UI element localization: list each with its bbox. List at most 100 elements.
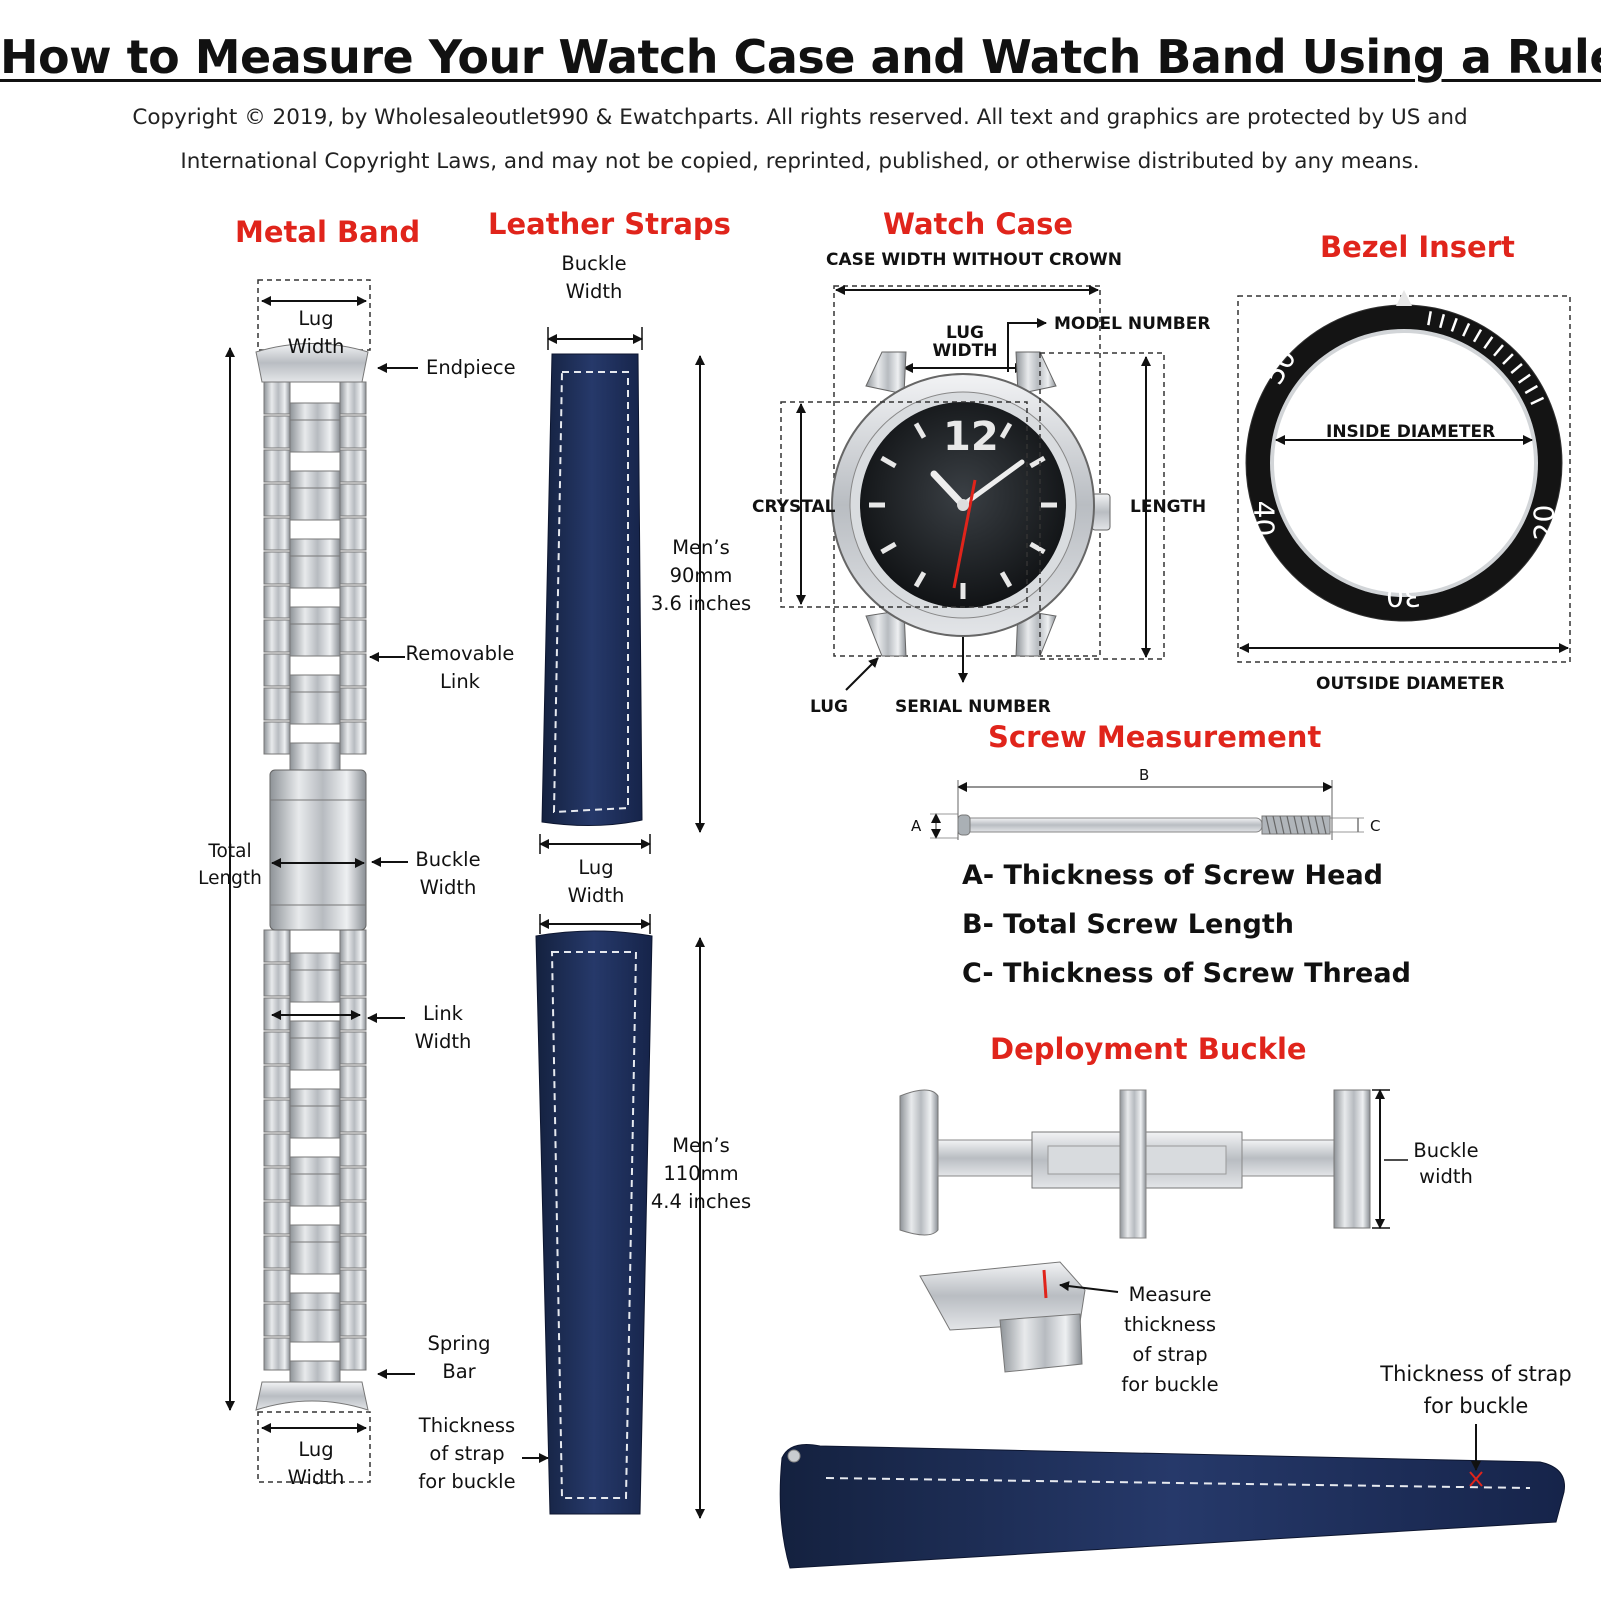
page-title: How to Measure Your Watch Case and Watch…: [0, 30, 1601, 84]
screw-thread-line: [1265, 815, 1271, 835]
thickness-of-strap-label: Thickness of strap for buckle: [1380, 1362, 1572, 1418]
dial-hour-marker: [1029, 455, 1046, 469]
outside-diameter-label: OUTSIDE DIAMETER: [1316, 674, 1505, 694]
band-side-link: [339, 415, 367, 449]
bezel-minute-tick: [1493, 344, 1504, 357]
band-side-link: [263, 585, 291, 619]
band-side-link: [263, 1303, 291, 1337]
length-label: LENGTH: [1130, 497, 1207, 517]
dial-hour-marker: [1029, 541, 1046, 555]
inside-diameter-label: INSIDE DIAMETER: [1326, 422, 1496, 442]
leather-straps-heading: Leather Straps: [488, 207, 731, 241]
deployment-buckle-width-label: Buckle width: [1413, 1139, 1479, 1188]
copyright-line-1: Copyright © 2019, by Wholesaleoutlet990 …: [132, 105, 1468, 130]
band-side-link: [339, 1167, 367, 1201]
band-side-link: [263, 415, 291, 449]
mens-110mm-label: Men’s 110mm 4.4 inches: [650, 1134, 752, 1213]
band-side-link: [263, 619, 291, 653]
band-side-link: [339, 963, 367, 997]
bezel-minute-tick: [1427, 311, 1432, 326]
band-side-link: [263, 1201, 291, 1235]
band-side-link: [263, 687, 291, 721]
screw-thread-line: [1314, 815, 1320, 835]
metal-band-buckle-width-label: Buckle Width: [415, 848, 481, 899]
bezel-minute-tick: [1517, 373, 1531, 384]
bezel-minute-tick: [1472, 329, 1483, 343]
bezel-minute-tick: [1483, 336, 1494, 350]
band-center-link: [289, 1037, 341, 1071]
bezel-numeral-30: 30: [1386, 580, 1422, 613]
mens-90mm-label: Men’s 90mm 3.6 inches: [650, 536, 752, 615]
removable-link-label: Removable Link: [405, 642, 515, 693]
screw-measurement-heading: Screw Measurement: [988, 720, 1322, 754]
bezel-minute-tick: [1450, 317, 1458, 332]
bezel-minute-tick: [1462, 322, 1471, 337]
dial-hour-marker: [913, 422, 927, 439]
screw-thread-line: [1300, 815, 1306, 835]
band-side-link: [263, 381, 291, 415]
metal-band-lug-width-bottom-label: Lug Width: [287, 1438, 345, 1489]
band-center-link: [289, 419, 341, 453]
band-side-link: [263, 1337, 291, 1371]
screw-thread-line: [1286, 815, 1292, 835]
leather-buckle-width-label: Buckle Width: [561, 252, 627, 303]
band-side-link: [263, 1235, 291, 1269]
band-side-link: [263, 1031, 291, 1065]
case-lug-width-label: LUG WIDTH: [932, 323, 998, 361]
band-center-link: [289, 623, 341, 657]
bezel-minute-tick: [1502, 353, 1514, 365]
band-side-link: [263, 1133, 291, 1167]
dial-hour-marker: [880, 541, 897, 555]
band-side-link: [263, 1167, 291, 1201]
screw-label-c: C: [1370, 817, 1381, 835]
band-side-link: [263, 721, 291, 755]
dial-hour-marker: [880, 455, 897, 469]
screw-thread-line: [1321, 815, 1327, 835]
band-side-link: [263, 483, 291, 517]
case-width-label: CASE WIDTH WITHOUT CROWN: [826, 250, 1123, 270]
serial-number-label: SERIAL NUMBER: [895, 697, 1051, 717]
bezel-insert-illustration: [1237, 290, 1571, 663]
leather-straps-illustration: [522, 327, 705, 1519]
band-side-link: [263, 1099, 291, 1133]
screw-item-a: A- Thickness of Screw Head: [962, 860, 1384, 891]
band-side-link: [339, 381, 367, 415]
band-center-link: [289, 1241, 341, 1275]
screw-thread-line: [1293, 815, 1299, 835]
bezel-numeral-40: 40: [1247, 500, 1281, 537]
band-side-link: [339, 1031, 367, 1065]
measure-thickness-label: Measure thickness of strap for buckle: [1121, 1283, 1219, 1396]
bezel-minute-tick: [1510, 363, 1523, 374]
band-side-link: [339, 1269, 367, 1303]
dial-twelve-numeral: 12: [943, 414, 999, 460]
watch-case-heading: Watch Case: [883, 207, 1074, 241]
band-center-link: [289, 1309, 341, 1343]
band-side-link: [339, 483, 367, 517]
band-side-link: [263, 1065, 291, 1099]
screw-thread-line: [1307, 815, 1313, 835]
copyright-notice: Copyright © 2019, by Wholesaleoutlet990 …: [60, 96, 1540, 184]
band-side-link: [339, 1133, 367, 1167]
total-length-label: Total Length: [198, 841, 262, 889]
bezel-insert-heading: Bezel Insert: [1320, 230, 1515, 264]
band-side-link: [339, 1235, 367, 1269]
screw-label-a: A: [911, 817, 922, 835]
band-center-link: [289, 969, 341, 1003]
deployment-buckle-heading: Deployment Buckle: [990, 1032, 1307, 1066]
deployment-buckle-illustration: [779, 1089, 1565, 1569]
band-side-link: [339, 653, 367, 687]
band-center-link: [289, 1173, 341, 1207]
band-side-link: [263, 653, 291, 687]
band-center-link: [289, 487, 341, 521]
band-side-link: [339, 929, 367, 963]
band-side-link: [339, 687, 367, 721]
screw-thread-line: [1279, 815, 1285, 835]
band-center-link: [289, 691, 341, 725]
dial-hour-marker: [999, 422, 1013, 439]
watch-case-illustration: [780, 285, 1165, 691]
band-side-link: [339, 1303, 367, 1337]
screw-label-b: B: [1139, 766, 1150, 784]
lug-label: LUG: [810, 697, 848, 717]
leather-thickness-label: Thickness of strap for buckle: [418, 1414, 516, 1493]
